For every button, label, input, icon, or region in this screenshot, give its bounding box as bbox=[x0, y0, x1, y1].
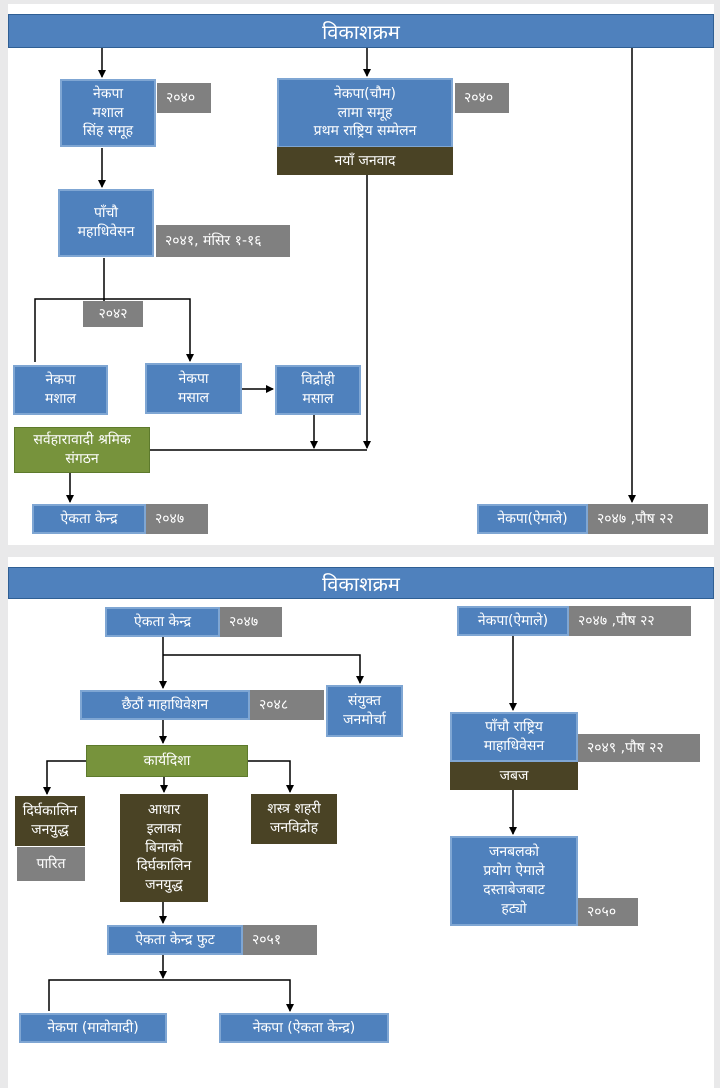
box-ekata-split: ऐकता केन्द्र फुट bbox=[107, 925, 243, 955]
box-nekapa-mashal: नेकपा मशाल bbox=[13, 365, 108, 415]
box-ekata-kendra-b: ऐकता केन्द्र bbox=[105, 607, 220, 637]
year-2042: २०४२ bbox=[83, 301, 143, 327]
year-2040-a: २०४० bbox=[157, 83, 211, 113]
box-karyadisha: कार्यदिशा bbox=[86, 745, 248, 777]
box-janmorcha: संयुक्त जनमोर्चा bbox=[326, 685, 403, 737]
box-emale-b: नेकपा(ऐमाले) bbox=[457, 606, 569, 636]
box-dirghakalin: दिर्घकालिन जनयुद्ध bbox=[15, 796, 85, 846]
box-nekapa-chaum: नेकपा(चौम) लामा समूह प्रथम राष्ट्रिय सम्… bbox=[277, 78, 453, 148]
year-2048: २०४८ bbox=[250, 690, 324, 720]
tag-jabaja: जबज bbox=[450, 762, 578, 790]
year-2040-b: २०४० bbox=[455, 83, 509, 113]
date-emale-a: २०४७ ,पौष २२ bbox=[588, 504, 708, 534]
date-emale-b: २०४७ ,पौष २२ bbox=[569, 606, 691, 636]
box-aadhar-ilaka: आधार इलाका बिनाको दिर्घकालिन जनयुद्ध bbox=[120, 794, 208, 902]
box-ekata-kendra-a: ऐकता केन्द्र bbox=[32, 504, 146, 534]
box-nekapa-mashal-singh: नेकपा मशाल सिंह समूह bbox=[60, 79, 156, 147]
year-2051: २०५१ bbox=[243, 925, 317, 955]
panel-bottom-title: विकाशक्रम bbox=[8, 567, 714, 599]
year-2047-b: २०४७ bbox=[220, 607, 282, 637]
box-ekata-kendra-party: नेकपा (ऐकता केन्द्र) bbox=[219, 1013, 389, 1043]
date-fifth-convention: २०४१, मंसिर १-१६ bbox=[156, 225, 290, 257]
box-maoist: नेकपा (मावोवादी) bbox=[19, 1013, 167, 1043]
box-sixth-convention: छैठौं माहाधिवेशन bbox=[80, 690, 250, 720]
box-janabal: जनबलको प्रयोग ऐमाले दस्ताबेजबाट हट्यो bbox=[450, 836, 578, 926]
box-sarvahara: सर्वहारावादी श्रमिक संगठन bbox=[14, 427, 150, 473]
tag-naya-janabad: नयाँ जनवाद bbox=[277, 147, 453, 175]
box-nekapa-masal: नेकपा मसाल bbox=[145, 363, 242, 414]
box-emale-a: नेकपा(ऐमाले) bbox=[477, 504, 588, 534]
box-vidrohi-masal: विद्रोही मसाल bbox=[275, 365, 361, 415]
year-2050: २०५० bbox=[578, 898, 638, 926]
box-fifth-convention: पाँचौ महाधिवेसन bbox=[58, 189, 154, 257]
date-fifth-national: २०४९ ,पौष २२ bbox=[578, 734, 700, 762]
box-fifth-national: पाँचौ राष्ट्रिय माहाधिवेसन bbox=[450, 712, 578, 762]
year-2047-a: २०४७ bbox=[146, 504, 208, 534]
badge-parit: पारित bbox=[17, 847, 85, 881]
panel-top-title: विकाशक्रम bbox=[8, 14, 714, 48]
box-shastra: शस्त्र शहरी जनविद्रोह bbox=[251, 794, 337, 844]
